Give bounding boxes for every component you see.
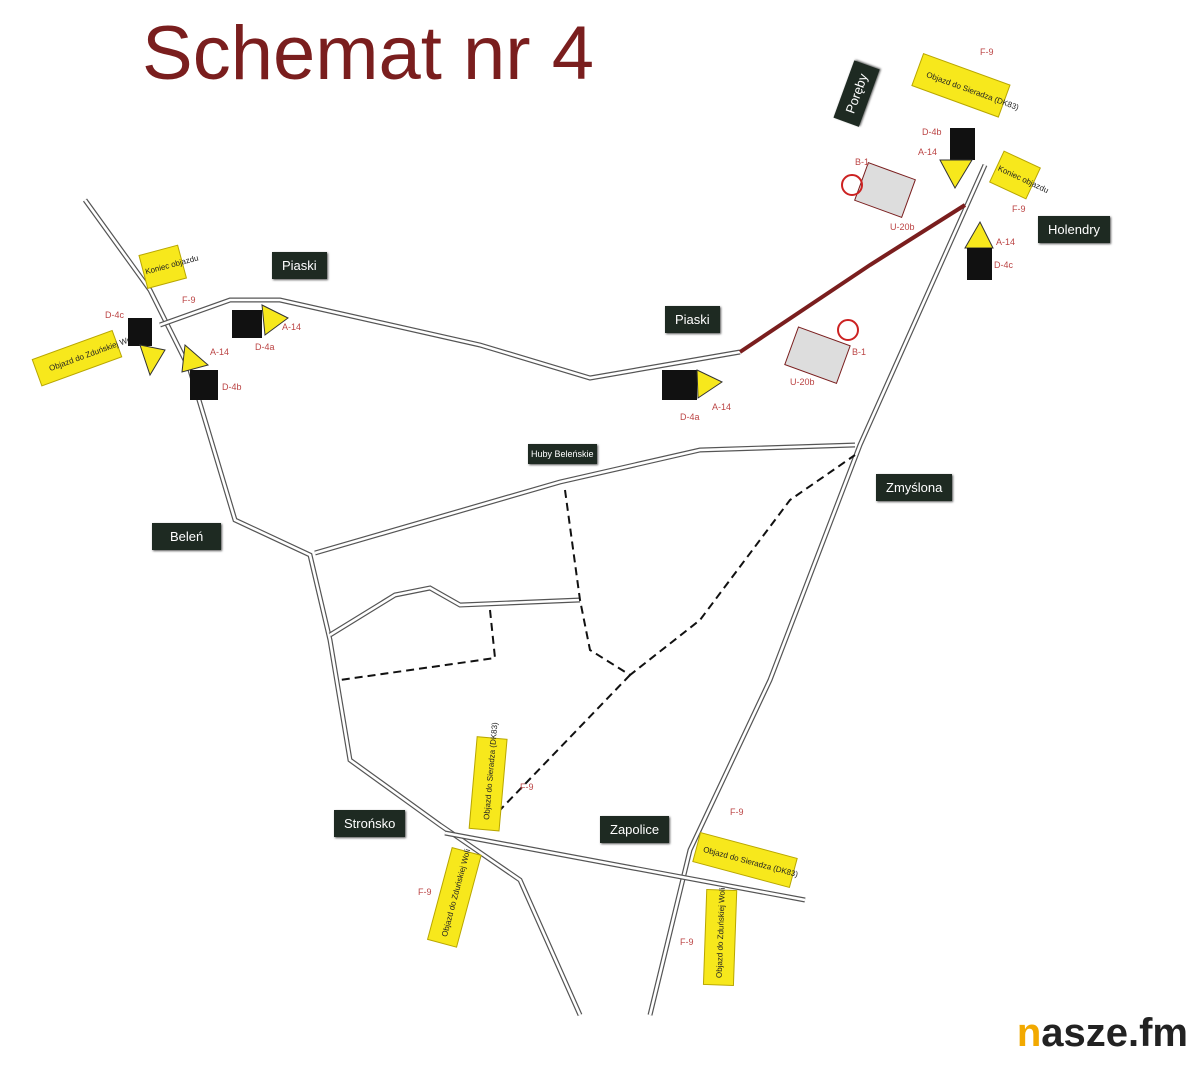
sign-code: B-1	[855, 157, 869, 167]
a14-sign	[139, 344, 166, 377]
sign-code: D-4a	[255, 342, 275, 352]
place-label-piaski: Piaski	[665, 306, 720, 333]
sign-code: F-9	[730, 807, 744, 817]
sign-code: D-4b	[222, 382, 242, 392]
sign-code: A-14	[712, 402, 731, 412]
logo-text: asze.fm	[1041, 1011, 1188, 1055]
place-label-zapolice: Zapolice	[600, 816, 670, 843]
d4a-sign-left	[232, 310, 262, 338]
sign-code: D-4b	[922, 127, 942, 137]
d4b-sign-left	[190, 370, 218, 400]
sign-detour-end-left: Koniec objazdu	[138, 244, 199, 289]
sign-code: D-4a	[680, 412, 700, 422]
place-label-belen: Beleń	[152, 523, 222, 550]
sign-detour-end-right: Koniec objazdu	[989, 150, 1050, 200]
a14-sign	[181, 343, 210, 373]
sign-code: F-9	[182, 295, 196, 305]
a14-sign	[696, 369, 724, 399]
closed-road-section	[738, 203, 967, 354]
sign-detour-zdunska-east: Objazd do Zduńskiej Woli	[702, 887, 738, 987]
sign-code: B-1	[852, 347, 866, 357]
sign-code: F-9	[1012, 204, 1026, 214]
sign-code: A-14	[996, 237, 1015, 247]
road-closure-mid: B-1 U-20b	[784, 319, 866, 387]
sign-code: F-9	[980, 47, 994, 57]
d4c-sign-right	[967, 248, 992, 280]
sign-code: U-20b	[890, 222, 915, 232]
a14-sign	[261, 304, 289, 336]
place-label-stronsko: Strońsko	[334, 810, 406, 837]
dirt-tracks	[339, 454, 856, 811]
sign-code: A-14	[918, 147, 937, 157]
place-label-huby-belenskie: Huby Beleńskie	[528, 444, 597, 464]
sign-code: F-9	[520, 782, 534, 792]
map-title: Schemat nr 4	[142, 11, 594, 96]
sign-code: F-9	[680, 937, 694, 947]
nasze-fm-logo: nasze.fm	[1017, 1011, 1188, 1056]
place-label-holendry: Holendry	[1038, 216, 1111, 243]
sign-code: D-4c	[994, 260, 1014, 270]
d4a-sign-mid	[662, 370, 697, 400]
sign-detour-sieradz-top: Objazd do Sieradza (DK83)	[911, 52, 1020, 118]
logo-letter-n: n	[1016, 1011, 1042, 1055]
sign-text: Objazd do Zduńskiej Woli	[715, 887, 727, 978]
sign-detour-zdunska-left: Objazd do Zduńskiej Woli	[31, 329, 136, 387]
sign-code: A-14	[210, 347, 229, 357]
sign-detour-zdunska-south: Objazd do Zduńskiej Woli	[426, 847, 482, 948]
sign-code: A-14	[282, 322, 301, 332]
place-label-zmyslona: Zmyślona	[876, 474, 953, 501]
a14-sign	[939, 159, 973, 190]
place-label-piaski: Piaski	[272, 252, 327, 279]
sign-code: U-20b	[790, 377, 815, 387]
sign-code: D-4c	[105, 310, 125, 320]
roads	[82, 163, 988, 1017]
sign-code: F-9	[418, 887, 432, 897]
sign-detour-sieradz-south: Objazd do Sieradza (DK83)	[468, 722, 508, 832]
road-closure-top: B-1 U-20b	[841, 157, 916, 232]
d4b-sign-top	[950, 128, 975, 160]
a14-sign	[964, 220, 994, 249]
d4c-sign-left	[128, 318, 152, 346]
